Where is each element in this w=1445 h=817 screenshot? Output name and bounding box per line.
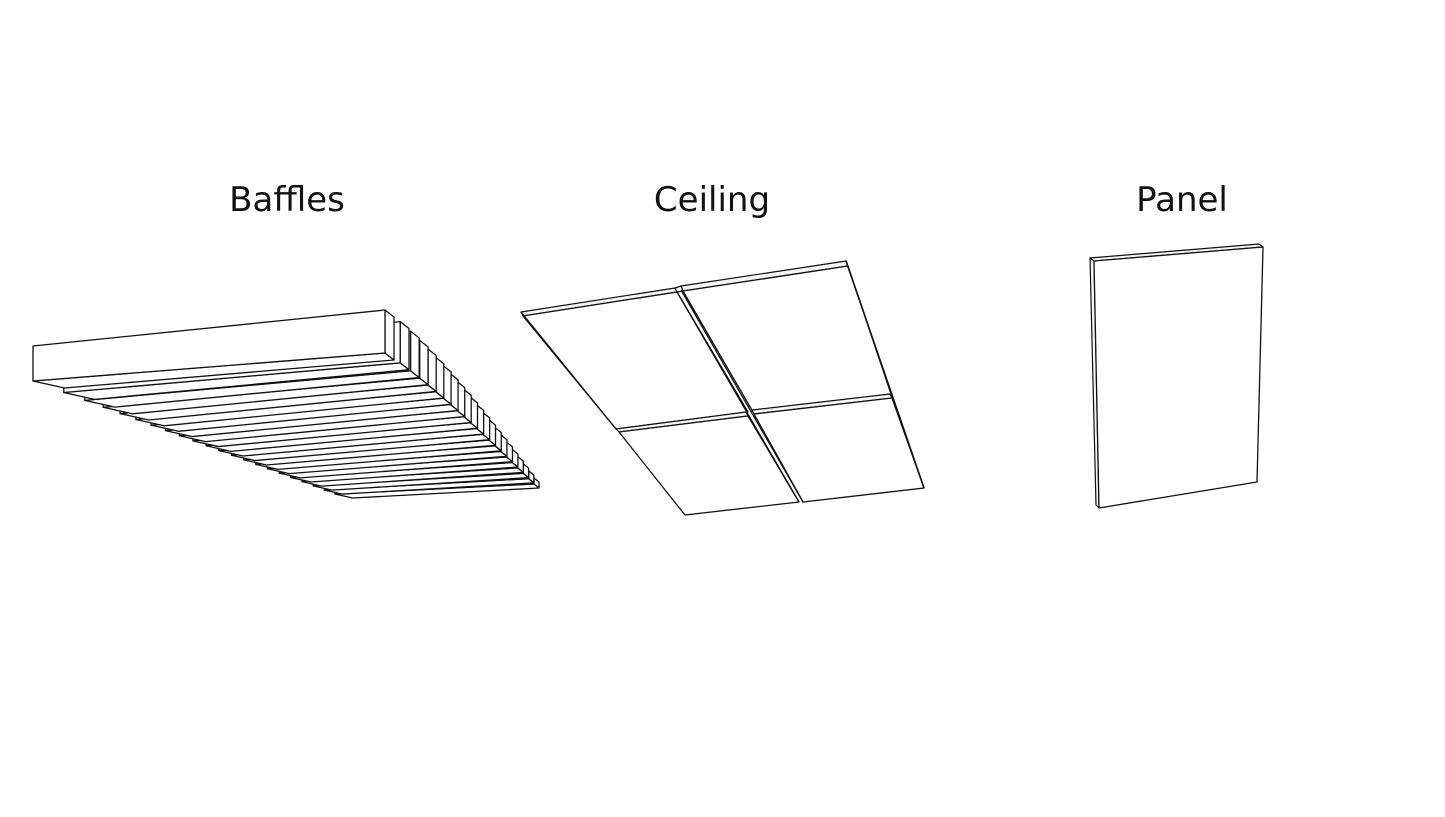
label-ceiling: Ceiling xyxy=(653,180,771,220)
ceiling-illustration xyxy=(520,260,925,516)
label-baffles: Baffles xyxy=(229,180,345,220)
label-panel: Panel xyxy=(1136,180,1228,220)
panel-illustration xyxy=(1089,243,1264,509)
baffles-illustration xyxy=(32,309,540,499)
